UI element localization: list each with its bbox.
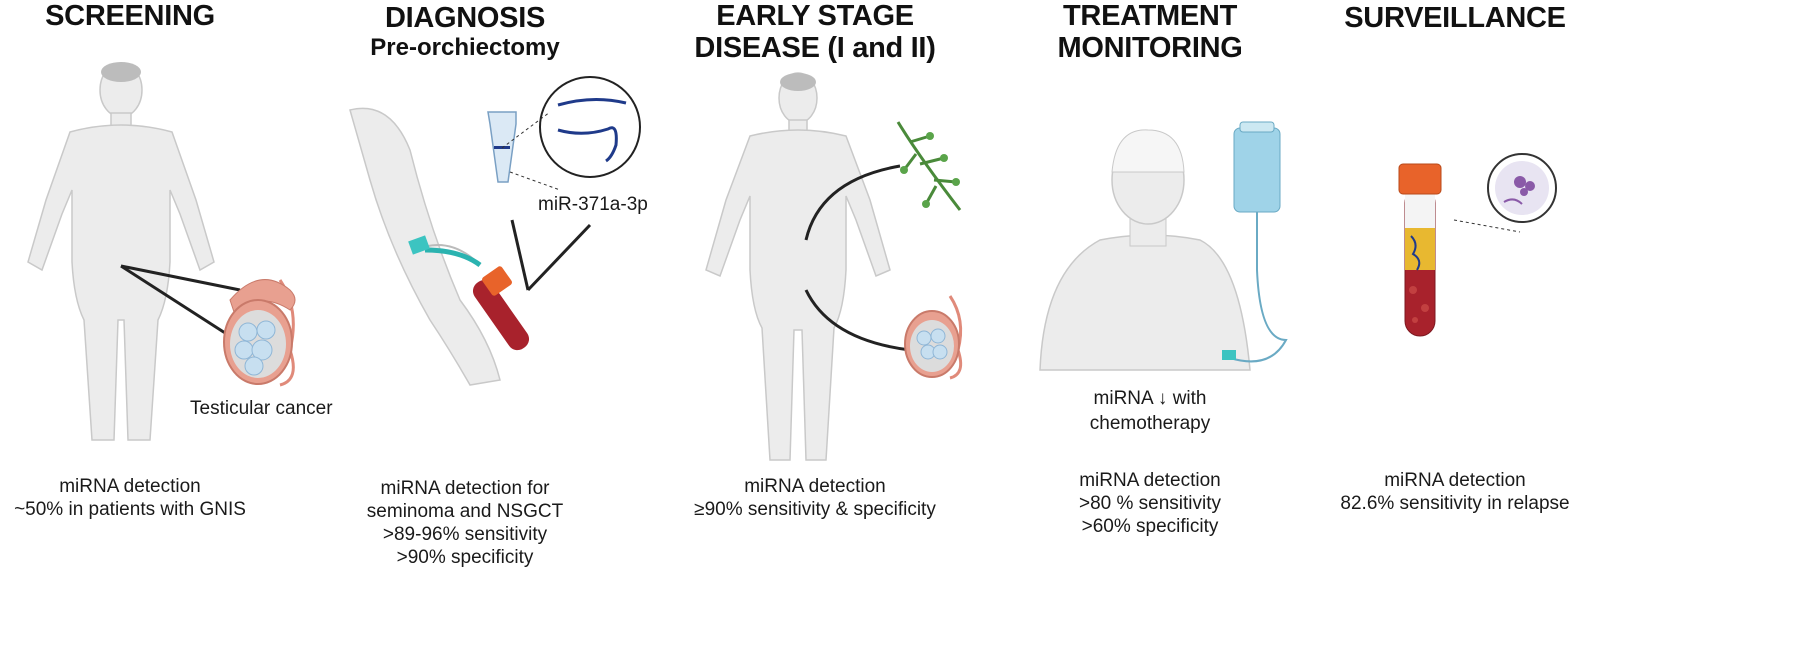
caption-line: >89-96% sensitivity (382, 524, 548, 545)
testicular-cancer-label: Testicular cancer (190, 398, 333, 419)
blood-sample-tube-illustration (1398, 163, 1442, 337)
lymph-vessel-illustration (896, 121, 962, 211)
caption-line: seminoma and NSGCT (366, 501, 564, 522)
panel-title: SCREENING (45, 0, 215, 32)
panel-title: DIAGNOSIS (384, 2, 546, 34)
testicle-tumor-illustration (904, 295, 963, 380)
caption-line: ≥90% sensitivity & specificity (694, 499, 936, 520)
mirna-label: miR-371a-3p (538, 194, 648, 215)
caption-line: 82.6% sensitivity in relapse (1340, 493, 1570, 514)
metastasis-callout-arcs (804, 164, 911, 352)
caption-line: miRNA detection (1384, 470, 1526, 491)
panel-diagnosis: DIAGNOSIS Pre-orchiectomy (340, 0, 590, 646)
panel-title: DISEASE (I and II) (694, 32, 936, 64)
caption-line: >90% specificity (396, 547, 534, 568)
patient-chemo-illustration (1039, 121, 1288, 371)
panel-title: SURVEILLANCE (1344, 2, 1566, 34)
caption-line: miRNA detection for (380, 478, 550, 499)
panel-screening: SCREENING (0, 0, 260, 646)
diagnosis-caption: miRNA detection for seminoma and NSGCT >… (340, 0, 590, 646)
caption-line: miRNA detection (59, 476, 201, 497)
callout-lines (501, 111, 592, 292)
panel-treatment-monitoring: TREATMENT MONITORING (1040, 0, 1260, 646)
cfdna-magnifier-circle (1453, 153, 1557, 233)
arm-blood-draw-illustration (349, 107, 530, 386)
surveillance-caption: miRNA detection 82.6% sensitivity in rel… (1330, 0, 1580, 646)
caption-line: miRNA detection (1079, 470, 1221, 491)
panel-subtitle: Pre-orchiectomy (370, 34, 560, 61)
panel-early-stage: EARLY STAGE DISEASE (I and II) (690, 0, 940, 646)
panel-title: MONITORING (1057, 32, 1243, 64)
caption-line: >80 % sensitivity (1078, 493, 1222, 514)
panel-surveillance: SURVEILLANCE (1330, 0, 1580, 646)
caption-line: miRNA detection (744, 476, 886, 497)
caption-line: ~50% in patients with GNIS (14, 499, 246, 520)
testicle-tumor-illustration (223, 279, 296, 387)
early-stage-caption: miRNA detection ≥90% sensitivity & speci… (690, 0, 940, 646)
treatment-caption: miRNA detection >80 % sensitivity >60% s… (1040, 0, 1260, 646)
panel-title: EARLY STAGE (716, 0, 914, 32)
caption-line: >60% specificity (1081, 516, 1219, 537)
male-body-figure (27, 62, 241, 441)
screening-caption: miRNA detection ~50% in patients with GN… (0, 0, 260, 646)
mirna-magnifier-circle (539, 76, 641, 178)
panel-title: TREATMENT (1063, 0, 1237, 32)
chemotherapy-label: miRNA ↓ with chemotherapy (1089, 388, 1211, 434)
male-body-figure (705, 72, 891, 461)
